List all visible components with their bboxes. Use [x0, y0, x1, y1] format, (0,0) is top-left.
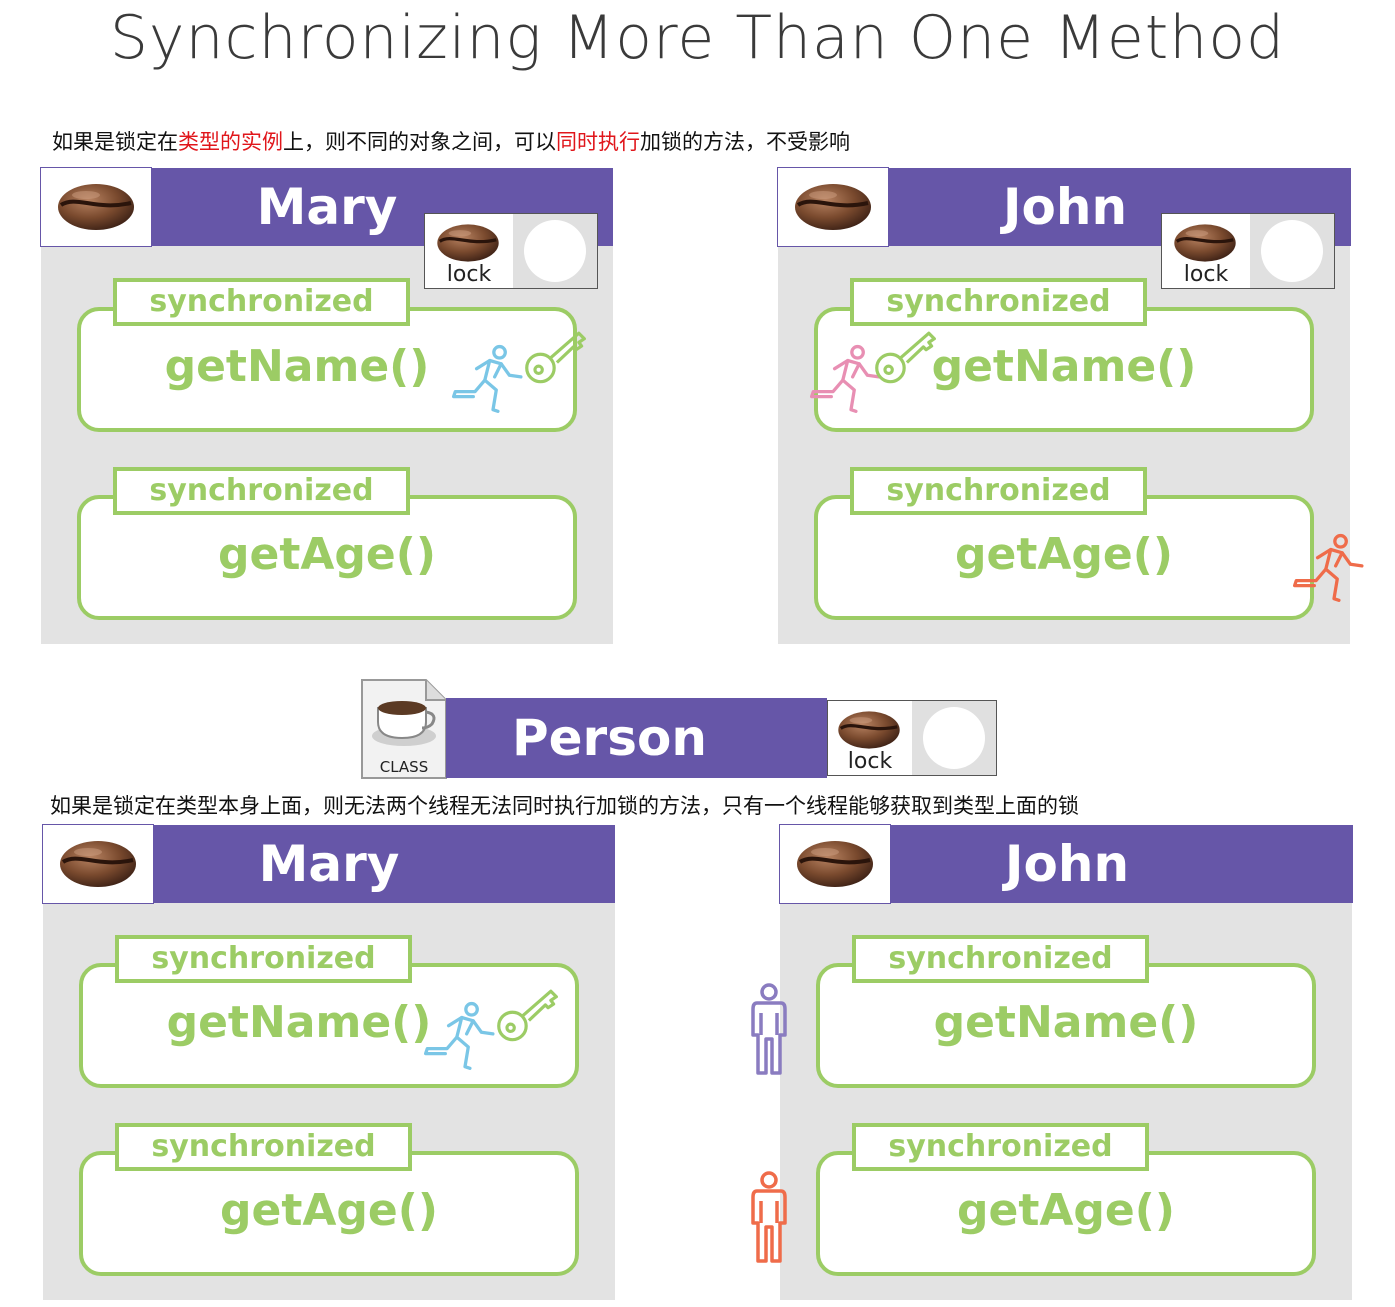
john-title: John [1002, 178, 1128, 236]
empty-slot [1261, 220, 1323, 282]
method-name: getName() [164, 341, 430, 392]
note-highlight: 同时执行 [556, 130, 640, 154]
mary-lock: lock [424, 213, 598, 289]
lock-label: lock [1183, 262, 1229, 287]
person-lock: lock [827, 700, 997, 776]
synchronized-tag: synchronized [115, 935, 412, 983]
class-lock-note: 如果是锁定在类型本身上面，则无法两个线程无法同时执行加锁的方法，只有一个线程能够… [50, 794, 1079, 818]
empty-slot [923, 707, 985, 769]
method-name: getName() [166, 997, 432, 1048]
john-title: John [1004, 835, 1130, 893]
runner-icon [452, 343, 534, 419]
mary-header: Mary [153, 825, 615, 903]
synchronized-tag: synchronized [113, 278, 410, 326]
mary-title: Mary [256, 178, 398, 236]
note-part: 如果是锁定在 [52, 130, 178, 154]
person-header: Person [446, 698, 827, 778]
key-icon [874, 327, 938, 387]
note-highlight: 类型的实例 [178, 130, 283, 154]
synchronized-tag: synchronized [852, 1123, 1149, 1171]
john-header: John [891, 825, 1353, 903]
synchronized-tag: synchronized [852, 935, 1149, 983]
runner-icon [1293, 532, 1375, 608]
empty-slot [524, 220, 586, 282]
waiting-person-icon [749, 983, 789, 1075]
class-label: CLASS [379, 758, 429, 776]
coffee-bean-icon [836, 709, 902, 751]
method-name: getAge() [955, 529, 1173, 580]
lock-label: lock [446, 262, 492, 287]
coffee-bean-icon [777, 167, 889, 247]
method-name: getName() [931, 341, 1197, 392]
note-part: 上，则不同的对象之间，可以 [283, 130, 556, 154]
getage-method-box: getAge() [79, 1151, 579, 1276]
synchronized-tag: synchronized [113, 467, 410, 515]
instance-lock-note: 如果是锁定在类型的实例上，则不同的对象之间，可以同时执行加锁的方法，不受影响 [52, 126, 850, 156]
note-part: 加锁的方法，不受影响 [640, 130, 850, 154]
coffee-bean-icon [435, 222, 501, 264]
person-title: Person [512, 709, 707, 767]
method-name: getAge() [957, 1185, 1175, 1236]
synchronized-tag: synchronized [850, 467, 1147, 515]
synchronized-tag: synchronized [115, 1123, 412, 1171]
lock-label: lock [847, 749, 893, 774]
john-lock: lock [1161, 213, 1335, 289]
getname-method-box: getName() [816, 963, 1316, 1088]
key-icon [496, 985, 560, 1045]
page-title: Synchronizing More Than One Method [109, 3, 1286, 73]
key-icon [524, 327, 588, 387]
getname-method-box: getName() [814, 307, 1314, 432]
getage-method-box: getAge() [77, 495, 577, 620]
coffee-bean-icon [40, 167, 152, 247]
coffee-bean-icon [1172, 222, 1238, 264]
method-name: getName() [933, 997, 1199, 1048]
getage-method-box: getAge() [814, 495, 1314, 620]
runner-icon [424, 1000, 506, 1076]
coffee-bean-icon [779, 824, 891, 904]
mary-title: Mary [258, 835, 400, 893]
method-name: getAge() [220, 1185, 438, 1236]
coffee-bean-icon [42, 824, 154, 904]
waiting-person-icon [749, 1171, 789, 1263]
method-name: getAge() [218, 529, 436, 580]
synchronized-tag: synchronized [850, 278, 1147, 326]
class-file-icon: CLASS [360, 678, 448, 780]
